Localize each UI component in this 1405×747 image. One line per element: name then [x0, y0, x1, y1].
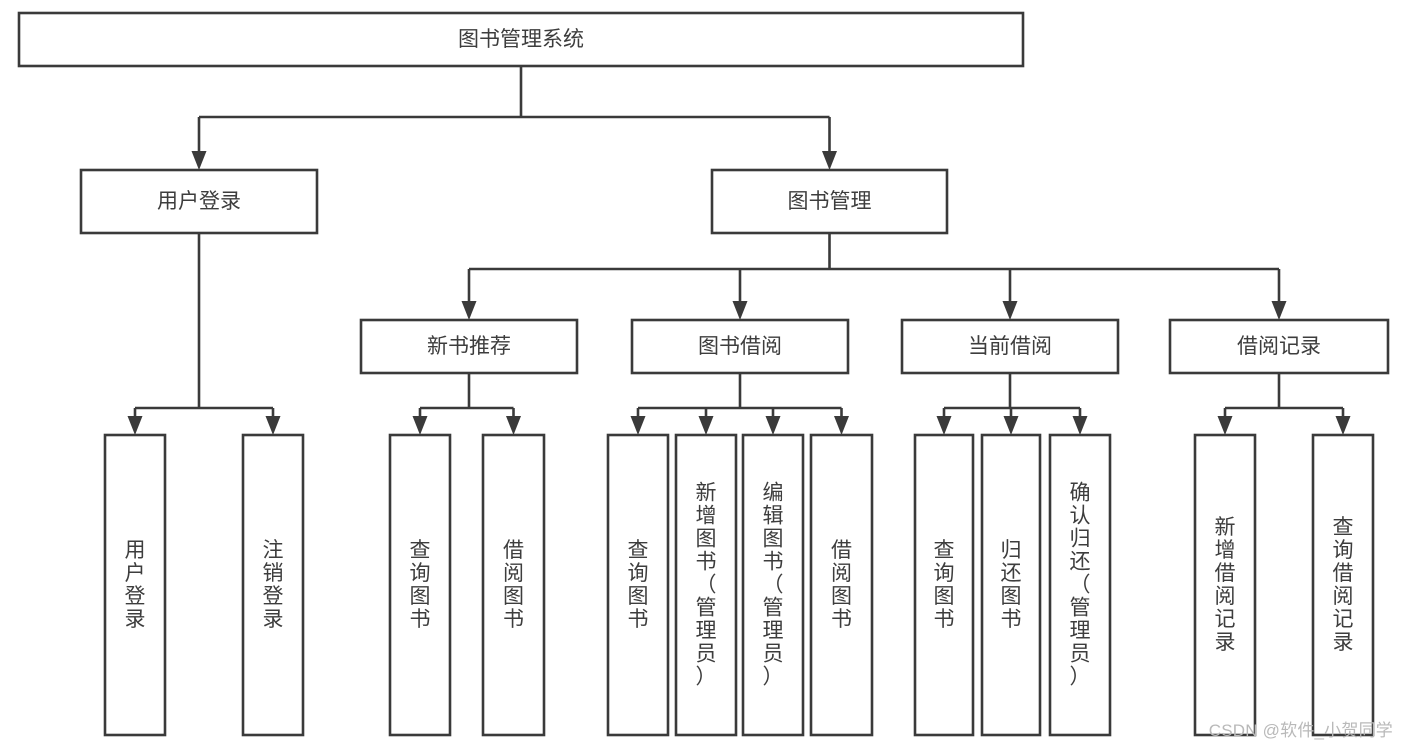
node-label-leaf-borrow-book: 借阅图书 [831, 539, 852, 631]
node-leaf-user-login[interactable]: 用户登录 [103, 433, 167, 737]
node-label-leaf-query-borrow-record: 查询借阅记录 [1333, 516, 1354, 654]
node-label-leaf-return-book: 归还图书 [1001, 539, 1022, 631]
node-box-leaf-confirm-return-admin[interactable] [1048, 433, 1112, 737]
node-new-book-recommend[interactable]: 新书推荐 [359, 318, 579, 375]
node-box-root[interactable] [17, 11, 1025, 68]
node-label-current-borrow: 当前借阅 [968, 335, 1052, 358]
node-leaf-confirm-return-admin[interactable]: 确认归还（管理员） [1048, 433, 1112, 737]
node-box-leaf-borrow-book-rec[interactable] [481, 433, 546, 737]
node-box-book-manage[interactable] [710, 168, 949, 235]
node-label-borrow-record: 借阅记录 [1237, 335, 1321, 358]
node-book-manage[interactable]: 图书管理 [710, 168, 949, 235]
arrow-head-leaf-borrow-book [834, 416, 849, 435]
arrow-head-book-manage [822, 151, 837, 170]
node-leaf-return-book[interactable]: 归还图书 [980, 433, 1042, 737]
node-box-current-borrow[interactable] [900, 318, 1120, 375]
node-label-leaf-borrow-book-rec: 借阅图书 [503, 539, 524, 631]
arrow-head-leaf-add-book-admin [698, 416, 714, 435]
arrow-head-leaf-borrow-book-rec [506, 416, 521, 435]
arrow-head-leaf-logout [265, 416, 281, 435]
node-box-new-book-recommend[interactable] [359, 318, 579, 375]
node-label-book-borrow: 图书借阅 [698, 335, 782, 358]
arrow-head-leaf-query-borrow-record [1335, 416, 1351, 435]
node-leaf-query-book-rec[interactable]: 查询图书 [388, 433, 452, 737]
node-leaf-edit-book-admin[interactable]: 编辑图书（管理员） [741, 433, 805, 737]
node-box-leaf-borrow-book[interactable] [809, 433, 874, 737]
node-leaf-query-book-borrow[interactable]: 查询图书 [606, 433, 670, 737]
node-leaf-add-book-admin[interactable]: 新增图书（管理员） [674, 433, 738, 737]
node-label-leaf-add-borrow-record: 新增借阅记录 [1215, 516, 1236, 654]
node-label-leaf-query-book-rec: 查询图书 [410, 539, 431, 631]
node-leaf-borrow-book-rec[interactable]: 借阅图书 [481, 433, 546, 737]
node-box-leaf-user-login[interactable] [103, 433, 167, 737]
arrow-head-borrow-record [1271, 301, 1287, 320]
node-label-leaf-edit-book-admin: 编辑图书（管理员） [763, 482, 784, 689]
node-leaf-borrow-book[interactable]: 借阅图书 [809, 433, 874, 737]
arrow-head-user-login [191, 151, 207, 170]
node-box-leaf-logout[interactable] [241, 433, 305, 737]
arrow-head-leaf-query-book-rec [412, 416, 428, 435]
node-box-leaf-add-book-admin[interactable] [674, 433, 738, 737]
node-box-leaf-query-book-rec[interactable] [388, 433, 452, 737]
node-box-user-login[interactable] [79, 168, 319, 235]
arrow-head-leaf-return-book [1003, 416, 1019, 435]
nodes-layer: 图书管理系统用户登录图书管理新书推荐图书借阅当前借阅借阅记录用户登录注销登录查询… [17, 11, 1390, 737]
node-box-leaf-edit-book-admin[interactable] [741, 433, 805, 737]
arrow-head-leaf-user-login [127, 416, 143, 435]
arrow-head-leaf-add-borrow-record [1217, 416, 1233, 435]
node-box-leaf-query-book-borrow[interactable] [606, 433, 670, 737]
arrow-head-leaf-query-book-borrow [630, 416, 646, 435]
node-leaf-logout[interactable]: 注销登录 [241, 433, 305, 737]
node-box-leaf-query-borrow-record[interactable] [1311, 433, 1375, 737]
node-box-leaf-query-book-current[interactable] [913, 433, 975, 737]
node-label-leaf-query-book-borrow: 查询图书 [628, 539, 649, 631]
node-box-borrow-record[interactable] [1168, 318, 1390, 375]
node-label-root: 图书管理系统 [458, 28, 584, 51]
node-label-leaf-logout: 注销登录 [263, 539, 284, 631]
node-leaf-add-borrow-record[interactable]: 新增借阅记录 [1193, 433, 1257, 737]
csdn-watermark: CSDN @软件_小贺同学 [1208, 721, 1393, 740]
node-label-new-book-recommend: 新书推荐 [427, 335, 511, 358]
node-leaf-query-borrow-record[interactable]: 查询借阅记录 [1311, 433, 1375, 737]
connectors-layer [127, 66, 1351, 435]
node-borrow-record[interactable]: 借阅记录 [1168, 318, 1390, 375]
node-box-book-borrow[interactable] [630, 318, 850, 375]
node-label-user-login: 用户登录 [157, 190, 241, 213]
arrow-head-leaf-query-book-current [936, 416, 952, 435]
node-leaf-query-book-current[interactable]: 查询图书 [913, 433, 975, 737]
node-box-leaf-add-borrow-record[interactable] [1193, 433, 1257, 737]
arrow-head-book-borrow [732, 301, 748, 320]
arrow-head-new-book-recommend [461, 301, 477, 320]
arrow-head-leaf-confirm-return-admin [1072, 416, 1088, 435]
node-current-borrow[interactable]: 当前借阅 [900, 318, 1120, 375]
node-box-leaf-return-book[interactable] [980, 433, 1042, 737]
node-root[interactable]: 图书管理系统 [17, 11, 1025, 68]
arrow-head-current-borrow [1002, 301, 1018, 320]
node-label-leaf-add-book-admin: 新增图书（管理员） [696, 482, 717, 689]
node-label-leaf-user-login: 用户登录 [125, 539, 146, 631]
node-label-leaf-confirm-return-admin: 确认归还（管理员） [1070, 482, 1091, 689]
node-user-login[interactable]: 用户登录 [79, 168, 319, 235]
node-book-borrow[interactable]: 图书借阅 [630, 318, 850, 375]
arrow-head-leaf-edit-book-admin [765, 416, 781, 435]
node-label-book-manage: 图书管理 [788, 190, 872, 213]
node-label-leaf-query-book-current: 查询图书 [934, 539, 955, 631]
